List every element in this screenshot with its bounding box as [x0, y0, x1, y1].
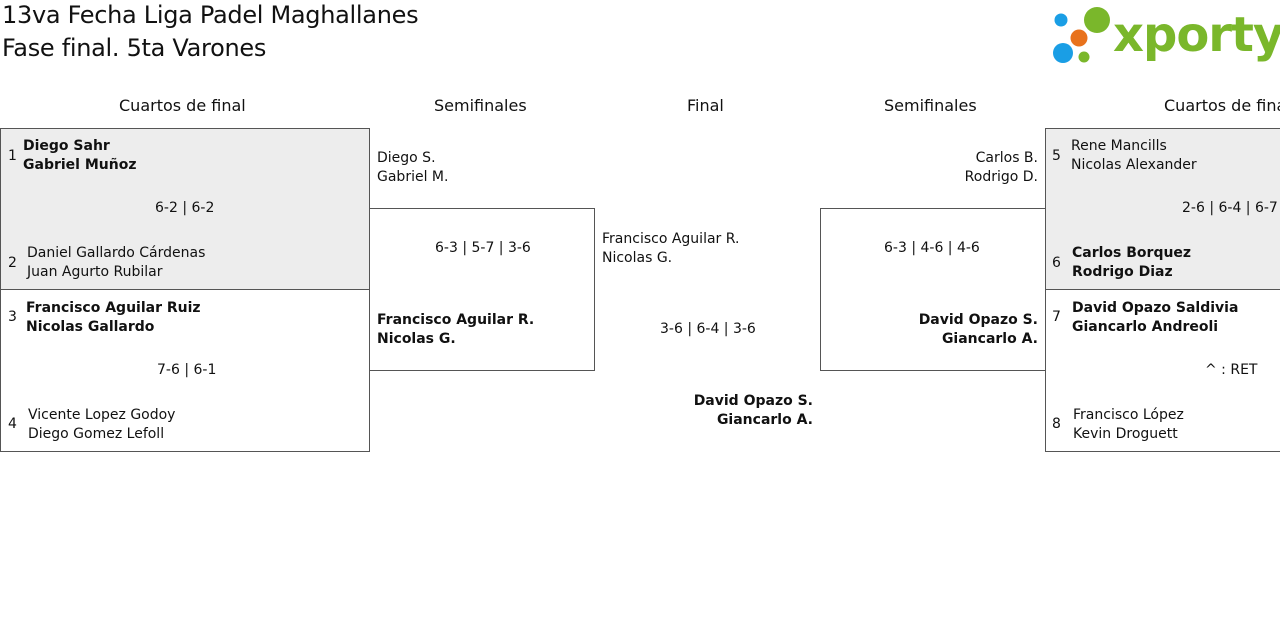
right-sf-team-top: Carlos B. Rodrigo D. — [965, 149, 1038, 187]
player-name: Carlos B. — [975, 150, 1038, 166]
page-title: 13va Fecha Liga Padel Maghallanes — [2, 1, 419, 29]
player-name: Kevin Droguett — [1073, 426, 1178, 442]
page-subtitle: Fase final. 5ta Varones — [2, 34, 267, 62]
player-name: David Opazo Saldivia — [1072, 300, 1239, 316]
player-name: Daniel Gallardo Cárdenas — [27, 245, 206, 261]
player-name: Nicolas Alexander — [1071, 157, 1197, 173]
left-sf-bracket-box — [369, 208, 595, 371]
final-score: 3-6 | 6-4 | 3-6 — [660, 321, 756, 337]
seed-number: 1 — [8, 148, 17, 164]
player-name: Francisco Aguilar R. — [377, 312, 535, 328]
team-bottom: Vicente Lopez Godoy Diego Gomez Lefoll — [28, 406, 175, 444]
seed-number: 4 — [8, 416, 17, 432]
team-bottom: Carlos Borquez Rodrigo Diaz — [1072, 244, 1191, 282]
team-top: Francisco Aguilar Ruiz Nicolas Gallardo — [26, 299, 201, 337]
logo-wordmark: xporty — [1113, 7, 1280, 63]
match-score: ^ : RET — [1205, 362, 1258, 378]
player-name: Nicolas G. — [602, 250, 673, 266]
team-top: David Opazo Saldivia Giancarlo Andreoli — [1072, 299, 1238, 337]
match-score: 6-2 | 6-2 — [155, 200, 215, 216]
seed-number: 5 — [1052, 148, 1061, 164]
left-qf-match-1: 1 Diego Sahr Gabriel Muñoz 6-2 | 6-2 2 D… — [0, 128, 370, 290]
player-name: Rene Mancills — [1071, 138, 1167, 154]
player-name: Carlos Borquez — [1072, 245, 1192, 261]
player-name: Giancarlo A. — [941, 331, 1038, 347]
player-name: Rodrigo Diaz — [1072, 264, 1173, 280]
round-header-final: Final — [687, 96, 724, 115]
player-name: Giancarlo A. — [716, 412, 813, 428]
seed-number: 7 — [1052, 309, 1061, 325]
left-qf-match-2: 3 Francisco Aguilar Ruiz Nicolas Gallard… — [0, 289, 370, 452]
round-header-right-sf: Semifinales — [884, 96, 977, 115]
player-name: Francisco Aguilar Ruiz — [26, 300, 201, 316]
player-name: Francisco Aguilar R. — [602, 231, 740, 247]
player-name: Diego Gomez Lefoll — [28, 426, 165, 442]
player-name: Diego S. — [377, 150, 436, 166]
player-name: Diego Sahr — [23, 138, 110, 154]
left-sf-score: 6-3 | 5-7 | 3-6 — [435, 240, 531, 256]
team-bottom: Daniel Gallardo Cárdenas Juan Agurto Rub… — [27, 244, 205, 282]
logo-dots-icon — [1053, 7, 1110, 63]
round-header-left-qf: Cuartos de final — [119, 96, 246, 115]
seed-number: 8 — [1052, 416, 1061, 432]
round-header-right-qf: Cuartos de final — [1164, 96, 1280, 115]
player-name: Francisco López — [1073, 407, 1184, 423]
team-bottom: Francisco López Kevin Droguett — [1073, 406, 1184, 444]
right-sf-score: 6-3 | 4-6 | 4-6 — [884, 240, 980, 256]
player-name: Rodrigo D. — [964, 169, 1038, 185]
player-name: Gabriel Muñoz — [23, 157, 137, 173]
seed-number: 2 — [8, 255, 17, 271]
right-qf-match-2: 7 David Opazo Saldivia Giancarlo Andreol… — [1045, 289, 1280, 452]
left-sf-team-top: Diego S. Gabriel M. — [377, 149, 448, 187]
player-name: David Opazo S. — [693, 393, 813, 409]
right-sf-team-bottom: David Opazo S. Giancarlo A. — [919, 311, 1038, 349]
final-team-bottom: David Opazo S. Giancarlo A. — [694, 392, 813, 430]
seed-number: 3 — [8, 309, 17, 325]
player-name: David Opazo S. — [918, 312, 1038, 328]
left-sf-team-bottom: Francisco Aguilar R. Nicolas G. — [377, 311, 534, 349]
final-team-top: Francisco Aguilar R. Nicolas G. — [602, 230, 739, 268]
player-name: Nicolas Gallardo — [26, 319, 155, 335]
match-score: 7-6 | 6-1 — [157, 362, 217, 378]
team-top: Diego Sahr Gabriel Muñoz — [23, 137, 136, 175]
round-header-left-sf: Semifinales — [434, 96, 527, 115]
seed-number: 6 — [1052, 255, 1061, 271]
player-name: Juan Agurto Rubilar — [27, 264, 163, 280]
right-qf-match-1: 5 Rene Mancills Nicolas Alexander 2-6 | … — [1045, 128, 1280, 290]
player-name: Nicolas G. — [377, 331, 456, 347]
match-score: 2-6 | 6-4 | 6-7 — [1182, 200, 1278, 216]
player-name: Vicente Lopez Godoy — [28, 407, 176, 423]
player-name: Gabriel M. — [377, 169, 449, 185]
team-top: Rene Mancills Nicolas Alexander — [1071, 137, 1197, 175]
xporty-logo-icon — [1050, 4, 1112, 70]
player-name: Giancarlo Andreoli — [1072, 319, 1219, 335]
